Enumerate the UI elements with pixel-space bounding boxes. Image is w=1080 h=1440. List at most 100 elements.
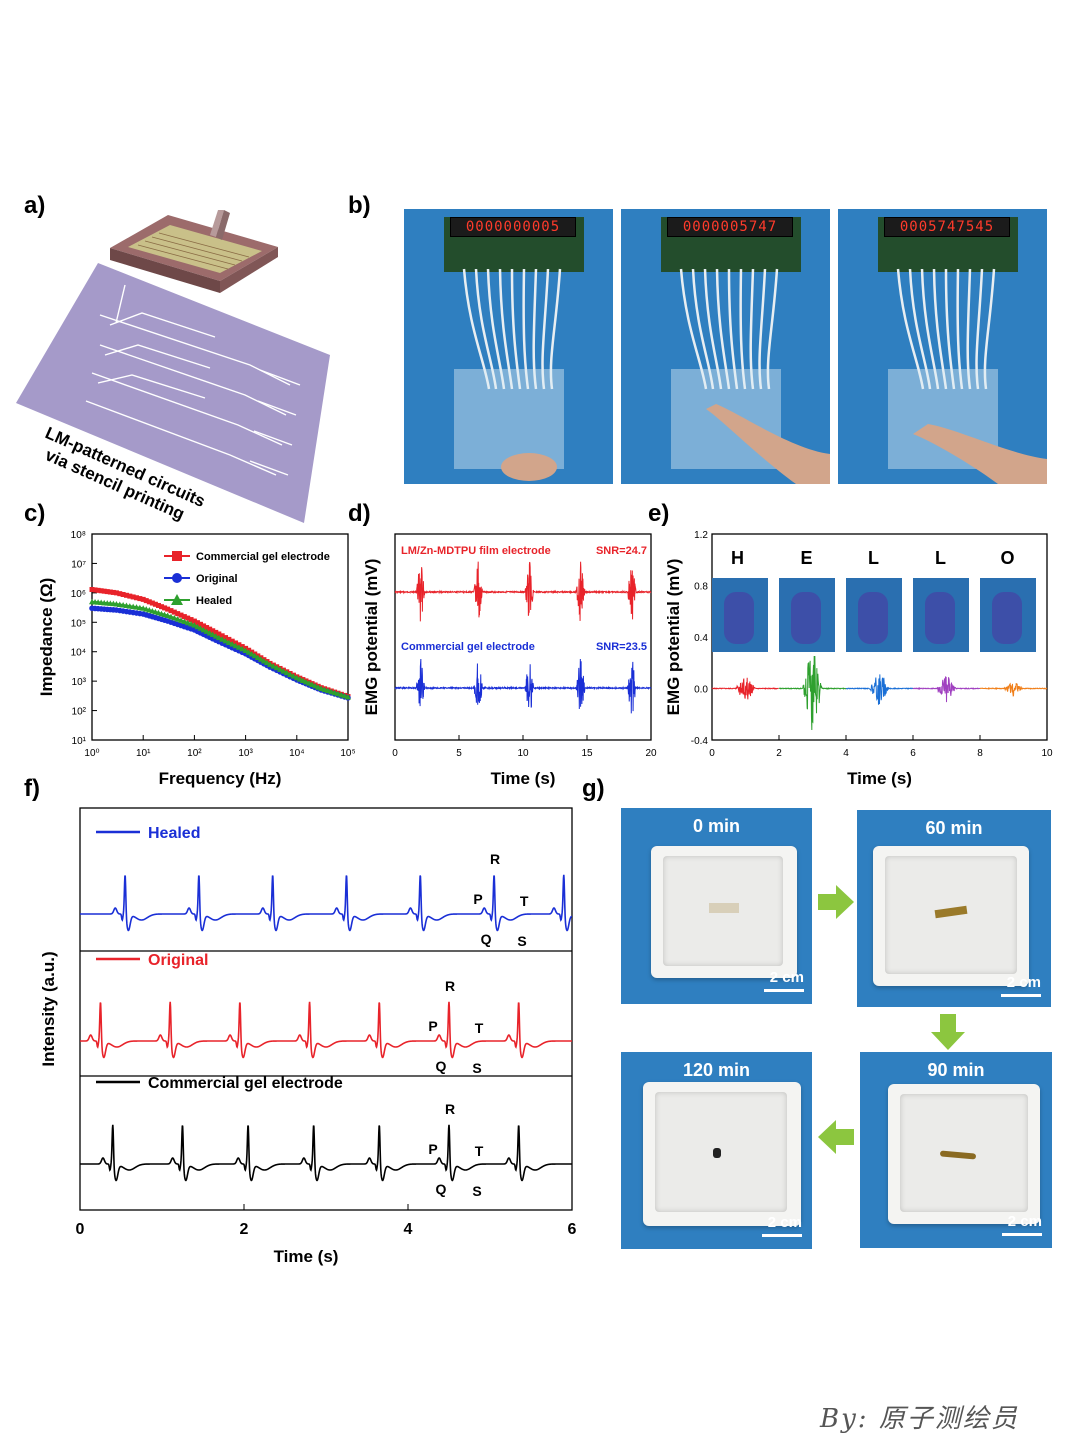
counter-display: 0005747545 bbox=[884, 217, 1010, 237]
data-point bbox=[225, 639, 232, 645]
data-point bbox=[203, 628, 210, 634]
degradation-photo-0min: 0 min 2 cm bbox=[621, 808, 812, 1004]
x-tick-label: 6 bbox=[910, 748, 916, 759]
degradation-photo-90min: 90 min 2 cm bbox=[860, 1052, 1052, 1248]
data-point bbox=[293, 674, 300, 681]
gesture-letter: O bbox=[1000, 548, 1014, 568]
emg-segment-4 bbox=[979, 682, 1048, 697]
data-point bbox=[312, 682, 319, 689]
data-point bbox=[273, 664, 280, 671]
data-point bbox=[171, 609, 177, 615]
data-point bbox=[235, 644, 242, 650]
data-point bbox=[143, 598, 149, 604]
scale-bar bbox=[1001, 994, 1041, 997]
legend-label: Healed bbox=[148, 825, 200, 842]
x-tick-label: 0 bbox=[709, 748, 715, 759]
data-point bbox=[191, 622, 198, 628]
data-point bbox=[287, 671, 294, 677]
scale-bar bbox=[762, 1234, 802, 1237]
data-point bbox=[120, 591, 126, 597]
data-point bbox=[280, 668, 287, 674]
legend-marker bbox=[172, 573, 182, 583]
data-point bbox=[222, 637, 229, 644]
data-point bbox=[89, 587, 95, 593]
y-tick-label: 0.8 bbox=[694, 582, 708, 593]
emg-segment-2 bbox=[845, 674, 914, 705]
gesture-photo-0 bbox=[711, 578, 768, 652]
data-point bbox=[306, 680, 313, 686]
panel-label-b: b) bbox=[348, 192, 371, 219]
wave-label-s: S bbox=[517, 933, 526, 949]
data-point bbox=[283, 669, 290, 676]
wave-label-p: P bbox=[428, 1018, 437, 1034]
data-point bbox=[185, 615, 191, 621]
watermark: By: 原子测绘员 bbox=[820, 1404, 1019, 1434]
data-point bbox=[242, 647, 249, 653]
gesture-letter: E bbox=[800, 548, 812, 568]
scale-label: 2 cm bbox=[769, 969, 804, 986]
legend-label: Healed bbox=[196, 595, 232, 607]
data-point bbox=[140, 596, 146, 602]
y-axis-label: EMG potential (mV) bbox=[362, 559, 381, 716]
y-tick-label: 10⁶ bbox=[71, 589, 86, 600]
x-tick-label: 4 bbox=[404, 1221, 413, 1238]
time-label: 60 min bbox=[925, 818, 983, 838]
x-tick-label: 2 bbox=[776, 748, 782, 759]
x-tick-label: 2 bbox=[240, 1221, 249, 1238]
data-point bbox=[104, 589, 110, 595]
data-point bbox=[107, 589, 113, 595]
data-point bbox=[149, 600, 155, 606]
panel-label-d: d) bbox=[348, 500, 371, 527]
data-point bbox=[130, 594, 136, 600]
x-tick-label: 20 bbox=[645, 748, 657, 759]
data-point bbox=[216, 631, 222, 637]
wave-label-s: S bbox=[472, 1060, 481, 1076]
panel-label-c: c) bbox=[24, 500, 46, 527]
data-point bbox=[137, 596, 143, 602]
x-tick-label: 10 bbox=[1041, 748, 1053, 759]
emg-segment-0 bbox=[711, 677, 779, 700]
wave-label-r: R bbox=[490, 851, 500, 867]
data-point bbox=[331, 689, 338, 696]
data-point bbox=[263, 659, 270, 666]
data-point bbox=[296, 676, 303, 682]
x-tick-label: 10³ bbox=[238, 748, 253, 759]
data-point bbox=[165, 606, 171, 612]
x-tick-label: 6 bbox=[568, 1221, 577, 1238]
plot-frame bbox=[91, 533, 349, 741]
data-point bbox=[315, 684, 322, 690]
plot-frame bbox=[394, 533, 652, 741]
data-point bbox=[162, 605, 168, 611]
photo-counter-3: 0005747545 bbox=[838, 209, 1047, 484]
data-point bbox=[194, 623, 201, 630]
wave-label-p: P bbox=[473, 891, 482, 907]
snr-label: SNR=24.7 bbox=[596, 545, 647, 557]
y-tick-label: 10³ bbox=[72, 677, 87, 688]
data-point bbox=[204, 625, 210, 631]
data-point bbox=[328, 688, 335, 695]
data-point bbox=[215, 634, 222, 641]
wave-label-p: P bbox=[428, 1141, 437, 1157]
data-point bbox=[219, 633, 225, 639]
data-point bbox=[212, 633, 219, 639]
scale-bar bbox=[764, 989, 804, 992]
gesture-letter: H bbox=[731, 548, 744, 568]
data-point bbox=[175, 611, 181, 617]
gesture-photo-4 bbox=[979, 578, 1036, 652]
data-point bbox=[134, 595, 140, 601]
data-point bbox=[290, 673, 297, 679]
y-axis-label: Impedance (Ω) bbox=[37, 578, 56, 697]
time-label: 90 min bbox=[927, 1060, 985, 1080]
y-tick-label: 10¹ bbox=[72, 736, 87, 747]
data-point bbox=[251, 652, 258, 659]
counter-display: 0000005747 bbox=[667, 217, 793, 237]
data-point bbox=[127, 593, 133, 599]
scale-label: 2 cm bbox=[1007, 1213, 1042, 1230]
scale-label: 2 cm bbox=[1006, 974, 1041, 991]
data-point bbox=[209, 631, 216, 638]
data-point bbox=[254, 654, 261, 660]
x-tick-label: 8 bbox=[977, 748, 983, 759]
time-label: 0 min bbox=[692, 816, 740, 836]
legend-marker bbox=[172, 551, 182, 561]
